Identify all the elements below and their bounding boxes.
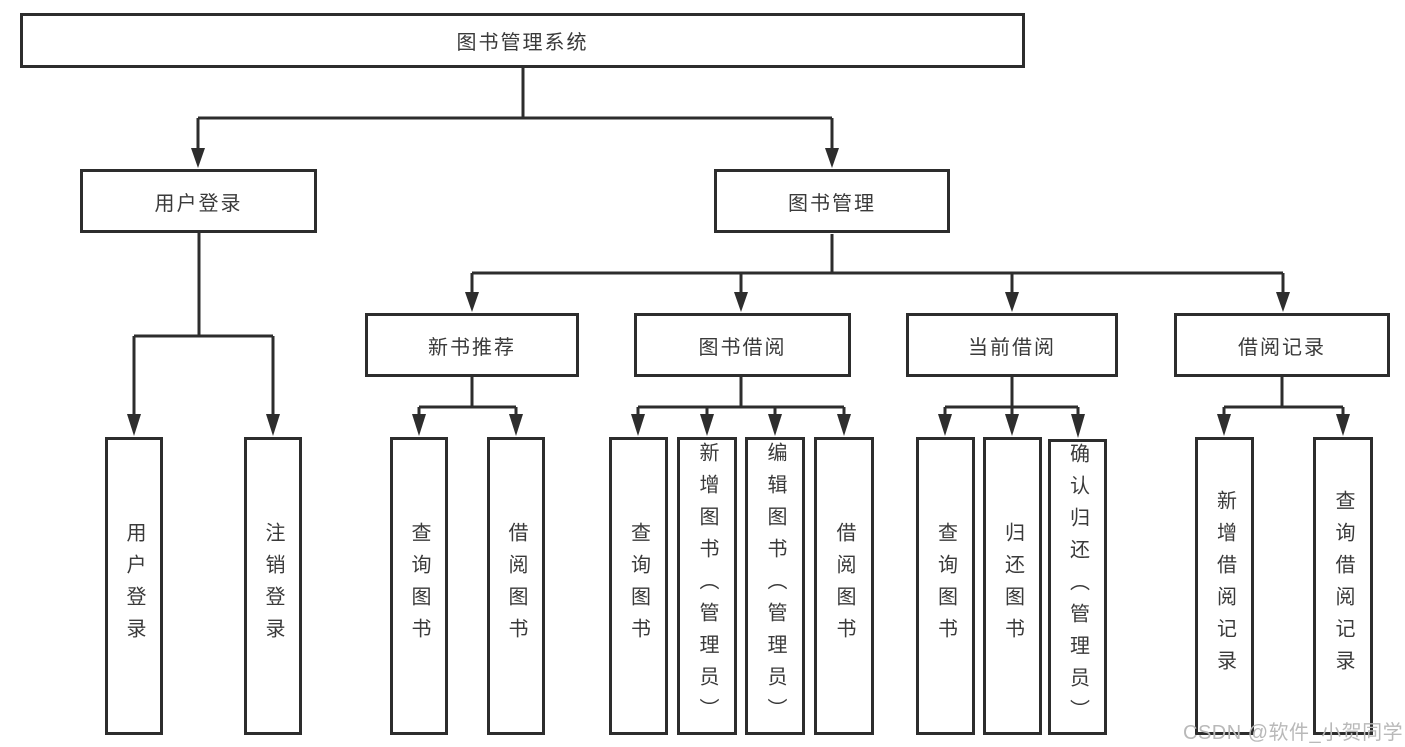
arrow-down-icon bbox=[825, 148, 839, 168]
arrow-down-icon bbox=[938, 414, 952, 436]
node-leaf-edit-books-admin-label: 编辑图书（管理员） bbox=[764, 442, 786, 730]
node-leaf-confirm-return-admin: 确认归还（管理员） bbox=[1048, 439, 1107, 735]
connector-strokes bbox=[132, 68, 1345, 420]
arrow-down-icon bbox=[127, 414, 141, 436]
node-borrow-records: 借阅记录 bbox=[1174, 313, 1390, 377]
node-leaf-add-borrow-record: 新增借阅记录 bbox=[1195, 437, 1254, 735]
node-book-management: 图书管理 bbox=[714, 169, 950, 233]
node-leaf-query-books-3-label: 查询图书 bbox=[934, 522, 957, 650]
node-leaf-query-books-1-label: 查询图书 bbox=[408, 522, 430, 650]
arrow-down-icon bbox=[509, 414, 523, 436]
node-leaf-logout-label: 注销登录 bbox=[262, 522, 284, 650]
arrow-down-icon bbox=[266, 414, 280, 436]
node-leaf-borrow-books-1-label: 借阅图书 bbox=[505, 522, 527, 650]
node-leaf-query-borrow-record: 查询借阅记录 bbox=[1313, 437, 1373, 735]
arrow-down-icon bbox=[1005, 414, 1019, 436]
arrow-down-icon bbox=[734, 292, 748, 312]
node-leaf-return-books: 归还图书 bbox=[983, 437, 1042, 735]
arrow-down-icon bbox=[1336, 414, 1350, 436]
node-book-management-label: 图书管理 bbox=[788, 192, 876, 215]
node-leaf-add-books-admin: 新增图书（管理员） bbox=[677, 437, 737, 735]
arrow-down-icon bbox=[631, 414, 645, 436]
node-leaf-user-login: 用户登录 bbox=[105, 437, 163, 735]
node-leaf-add-borrow-record-label: 新增借阅记录 bbox=[1213, 490, 1236, 682]
arrow-down-icon bbox=[1276, 292, 1290, 312]
csdn-watermark: CSDN @软件_小贺同学 bbox=[1183, 722, 1404, 744]
node-library-system-label: 图书管理系统 bbox=[456, 32, 589, 54]
node-book-borrowing: 图书借阅 bbox=[634, 313, 851, 377]
node-leaf-edit-books-admin: 编辑图书（管理员） bbox=[745, 437, 805, 735]
node-borrow-records-label: 借阅记录 bbox=[1238, 336, 1326, 359]
node-leaf-return-books-label: 归还图书 bbox=[1001, 522, 1024, 650]
arrow-down-icon bbox=[700, 414, 714, 436]
arrowheads bbox=[127, 148, 1350, 438]
node-new-book-recommend-label: 新书推荐 bbox=[428, 336, 516, 359]
node-leaf-add-books-admin-label: 新增图书（管理员） bbox=[696, 442, 718, 730]
node-leaf-query-books-2: 查询图书 bbox=[609, 437, 668, 735]
node-user-login: 用户登录 bbox=[80, 169, 317, 233]
node-leaf-borrow-books-2: 借阅图书 bbox=[814, 437, 874, 735]
arrow-down-icon bbox=[768, 414, 782, 436]
node-user-login-label: 用户登录 bbox=[154, 192, 243, 215]
node-new-book-recommend: 新书推荐 bbox=[365, 313, 579, 377]
node-leaf-borrow-books-2-label: 借阅图书 bbox=[833, 522, 855, 650]
node-current-borrowing: 当前借阅 bbox=[906, 313, 1118, 377]
node-leaf-user-login-label: 用户登录 bbox=[123, 522, 145, 650]
node-current-borrowing-label: 当前借阅 bbox=[968, 336, 1056, 359]
node-book-borrowing-label: 图书借阅 bbox=[698, 336, 787, 359]
node-leaf-logout: 注销登录 bbox=[244, 437, 302, 735]
arrow-down-icon bbox=[465, 292, 479, 312]
arrow-down-icon bbox=[1071, 414, 1085, 438]
node-leaf-query-books-3: 查询图书 bbox=[916, 437, 975, 735]
node-leaf-query-books-1: 查询图书 bbox=[390, 437, 448, 735]
arrow-down-icon bbox=[1005, 292, 1019, 312]
arrow-down-icon bbox=[1217, 414, 1231, 436]
node-leaf-query-borrow-record-label: 查询借阅记录 bbox=[1332, 490, 1354, 682]
arrow-down-icon bbox=[837, 414, 851, 436]
node-leaf-borrow-books-1: 借阅图书 bbox=[487, 437, 545, 735]
node-leaf-query-books-2-label: 查询图书 bbox=[627, 522, 650, 650]
node-leaf-confirm-return-admin-label: 确认归还（管理员） bbox=[1066, 443, 1089, 731]
arrow-down-icon bbox=[191, 148, 205, 168]
arrow-down-icon bbox=[412, 414, 426, 436]
node-library-system: 图书管理系统 bbox=[20, 13, 1025, 68]
